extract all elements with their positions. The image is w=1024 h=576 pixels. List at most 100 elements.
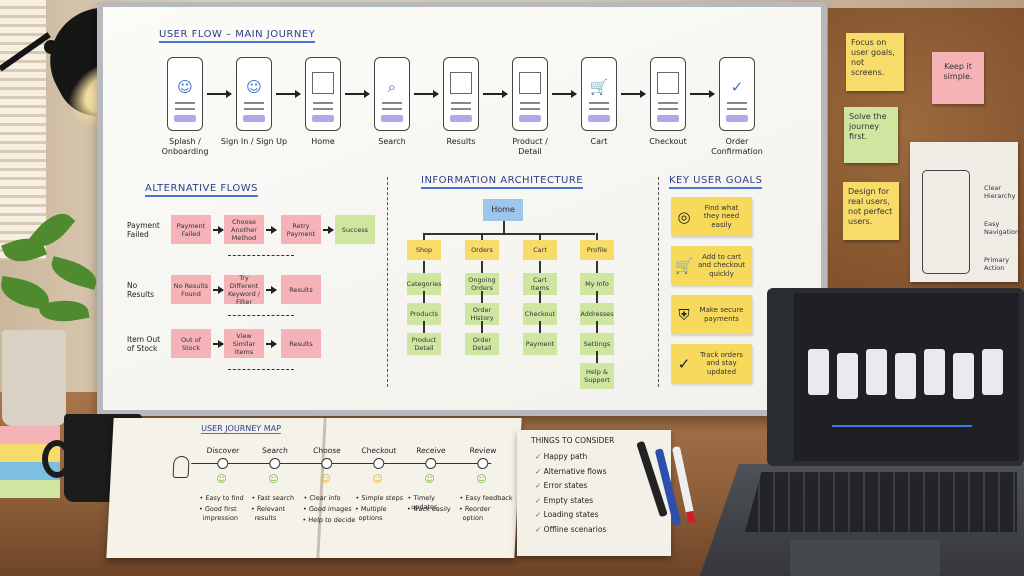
alt-flow-node: Results: [281, 329, 321, 358]
search-icon: ⌕: [387, 78, 397, 96]
tree-line: [423, 233, 595, 235]
flow-arrow: [414, 90, 439, 97]
smiley-icon: ☺: [215, 474, 227, 485]
ia-page-node: My Info: [580, 273, 614, 295]
tree-line: [539, 291, 541, 303]
laptop-screen: [767, 288, 1024, 466]
laptop-screen-wireframe: [866, 349, 887, 395]
consider-title: THINGS TO CONSIDER: [531, 436, 615, 445]
alt-flow-node: Success: [335, 215, 375, 244]
wireframe-sketch: Clear Hierarchy Easy Navigation Primary …: [910, 142, 1019, 282]
placeholder-line: [658, 102, 678, 104]
placeholder-button: [312, 115, 334, 122]
journey-tip: • Easy to find: [199, 494, 244, 502]
retry-dashed-line: [228, 255, 294, 256]
placeholder-line: [175, 102, 195, 104]
placeholder-button: [588, 115, 610, 122]
flow-step-label: Search: [378, 137, 406, 146]
flow-arrow: [483, 90, 508, 97]
wireframe-label: Clear Hierarchy: [984, 184, 1016, 200]
flow-arrow: [276, 90, 301, 97]
flow-arrow: [213, 286, 224, 293]
placeholder-button: [174, 115, 196, 122]
tree-line: [596, 233, 598, 241]
flow-arrow: [323, 226, 334, 233]
cork-note: Design for real users, not perfect users…: [843, 182, 899, 240]
consider-item: Error states: [535, 481, 588, 490]
cork-note: Keep it simple.: [932, 52, 984, 104]
goal-text: Add to cart and checkout quickly: [697, 252, 746, 278]
ia-page-node: Products: [407, 303, 441, 325]
placeholder-line: [244, 102, 264, 104]
journey-stage-name: Discover: [206, 446, 240, 455]
user-icon: ☺: [177, 78, 193, 96]
tree-line: [539, 233, 541, 241]
alt-flow-label: No Results: [127, 281, 155, 299]
ia-page-node: Settings: [580, 333, 614, 355]
tree-line: [423, 261, 425, 273]
list-icon: [450, 72, 472, 94]
alt-flow-label: Payment Failed: [127, 221, 160, 239]
laptop-screen-wireframe: [982, 349, 1003, 395]
journey-tip: • Easy feedback: [459, 494, 513, 502]
flow-arrow: [266, 340, 277, 347]
placeholder-line: [313, 102, 333, 104]
cork-note: Focus on user goals, not screens.: [846, 33, 904, 91]
cart-icon: 🛒: [589, 78, 609, 96]
ia-page-node: Addresses: [580, 303, 614, 325]
tree-line: [596, 261, 598, 273]
journey-stage-name: Choose: [312, 446, 342, 455]
ia-page-node: Ongoing Orders: [465, 273, 499, 295]
wireframe-label: Primary Action: [984, 256, 1010, 272]
user-icon: [172, 456, 190, 478]
placeholder-line: [658, 108, 678, 110]
wireframe-phone: ☺: [236, 57, 272, 131]
tree-line: [423, 233, 425, 241]
goal-note: 🛒Add to cart and checkout quickly: [671, 246, 752, 285]
laptop-screen-wireframe: [895, 353, 916, 399]
placeholder-line: [451, 108, 471, 110]
flow-arrow: [621, 90, 646, 97]
placeholder-line: [382, 108, 402, 110]
placeholder-line: [727, 102, 747, 104]
placeholder-button: [243, 115, 265, 122]
tree-line: [481, 233, 483, 241]
placeholder-line: [520, 108, 540, 110]
tree-line: [539, 321, 541, 333]
alt-flow-node: View Similar Items: [224, 329, 264, 358]
goal-text: Find what they need easily: [703, 203, 740, 229]
tree-line: [423, 291, 425, 303]
wireframe-phone: [443, 57, 479, 131]
journey-stage-dot: [476, 458, 489, 469]
wireframe-phone: [922, 170, 970, 274]
tree-line: [423, 321, 425, 333]
wireframe-phone: [650, 57, 686, 131]
journey-tip: • Good first impression: [198, 505, 239, 522]
journey-stage-dot: [216, 458, 229, 469]
alt-flow-node: Retry Payment: [281, 215, 321, 244]
ia-page-node: Product Detail: [407, 333, 441, 355]
flow-arrow: [207, 90, 232, 97]
ia-heading: INFORMATION ARCHITECTURE: [421, 175, 584, 189]
ia-page-node: Order History: [465, 303, 499, 325]
placeholder-button: [450, 115, 472, 122]
image-icon: [519, 72, 541, 94]
laptop-screen-wireframe: [924, 349, 945, 395]
placeholder-line: [520, 102, 540, 104]
check-icon: ✓: [730, 78, 744, 96]
cork-note: Solve the journey first.: [844, 107, 898, 163]
laptop-screen-wireframe: [808, 349, 829, 395]
flow-step-label: Checkout: [649, 137, 687, 146]
flow-step-label: Results: [446, 137, 476, 146]
flow-step-label: Splash / Onboarding: [161, 137, 209, 156]
flow-arrow: [552, 90, 577, 97]
ia-page-node: Cart Items: [523, 273, 557, 295]
tree-line: [596, 351, 598, 363]
flow-arrow: [213, 226, 224, 233]
journey-tip: • Help to decide: [302, 516, 356, 524]
tree-line: [503, 221, 505, 233]
things-to-consider-notepad: THINGS TO CONSIDER Happy pathAlternative…: [517, 430, 671, 556]
alt-flow-label: Item Out of Stock: [127, 335, 161, 353]
consider-item: Loading states: [535, 510, 599, 519]
journey-tip: • Good images: [302, 505, 352, 513]
